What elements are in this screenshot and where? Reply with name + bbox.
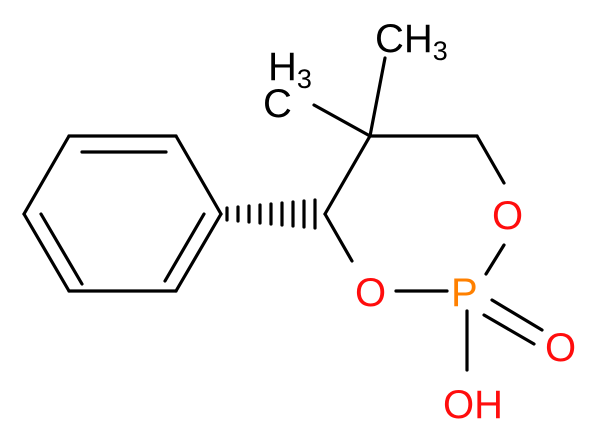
- heterocycle-ring: [323, 134, 506, 293]
- hydroxyl-label: OH: [443, 383, 503, 427]
- bond-quatC-methyl-top: [368, 56, 387, 138]
- phenyl-inner-bond-3: [163, 212, 206, 283]
- phenyl-bond-4: [174, 212, 223, 293]
- phenyl-inner-bond-2: [39, 212, 84, 286]
- methyl-left-h-label: H3: [268, 45, 312, 94]
- methyl-left-c-label: C: [263, 82, 292, 126]
- bond-quatC-methyl-left: [312, 103, 372, 138]
- methyl-bonds: [312, 56, 387, 138]
- bond-P-oxo-2: [482, 313, 536, 346]
- phenyl-bond-3: [174, 134, 223, 216]
- bond-P-oxo-1: [490, 298, 544, 332]
- atom-labels: CH3 H3 C O O P O OH: [263, 17, 576, 427]
- ring-oxygen-lower-label: O: [355, 271, 386, 315]
- methyl-top-label: CH3: [375, 17, 448, 66]
- bond-CH2-O-upper: [475, 134, 506, 185]
- phenyl-bond-6: [22, 212, 71, 293]
- hashed-wedge-bond: [225, 198, 317, 230]
- ring-oxygen-upper-label: O: [492, 194, 523, 238]
- bond-chiralC-quatC: [323, 134, 372, 216]
- phosphate-substituent-bonds: [465, 298, 544, 372]
- bond-O-upper-P: [484, 243, 506, 276]
- phenyl-ring: [22, 134, 223, 293]
- phosphorus-label: P: [451, 271, 478, 315]
- bond-chiralC-O-lower: [323, 212, 354, 263]
- phenyl-bond-1: [22, 134, 71, 216]
- oxo-oxygen-label: O: [545, 326, 576, 370]
